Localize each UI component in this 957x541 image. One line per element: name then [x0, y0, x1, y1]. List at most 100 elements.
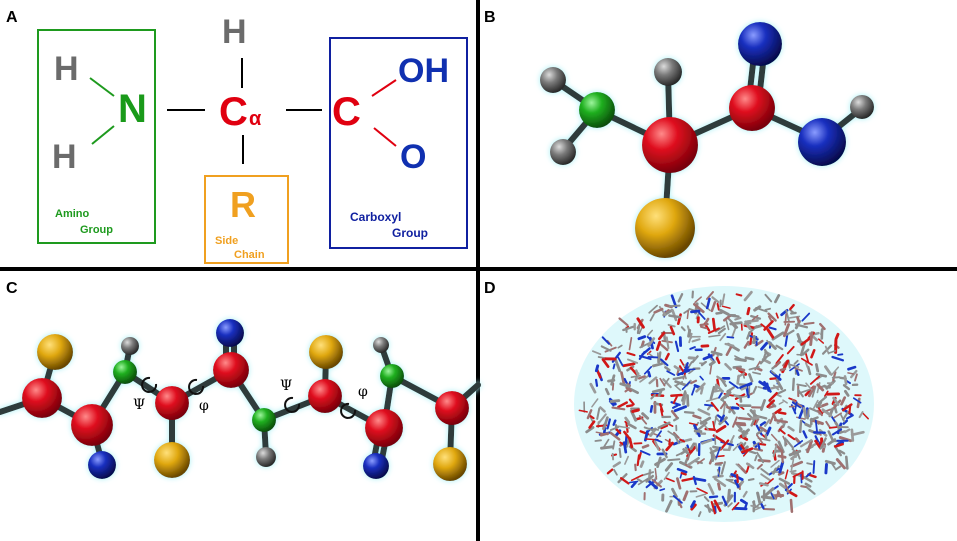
protein-stick	[682, 391, 687, 406]
protein-stick	[750, 415, 760, 420]
protein-stick	[796, 333, 803, 347]
protein-stick	[665, 499, 673, 513]
protein-stick	[690, 309, 701, 314]
alpha-h: H	[222, 13, 247, 51]
protein-stick	[784, 482, 790, 493]
protein-stick	[728, 381, 739, 389]
protein-stick	[746, 318, 759, 324]
protein-stick	[775, 354, 784, 365]
protein-stick	[699, 416, 712, 425]
protein-stick	[672, 395, 678, 404]
protein-stick	[639, 374, 650, 383]
protein-stick	[724, 362, 732, 371]
protein-stick	[848, 404, 852, 415]
c-atom-gold-3	[309, 335, 343, 369]
protein-stick	[659, 343, 669, 352]
protein-stick	[809, 331, 814, 347]
protein-stick	[715, 356, 721, 365]
protein-stick	[646, 478, 658, 490]
protein-stick	[704, 317, 710, 324]
protein-stick	[681, 477, 694, 482]
protein-stick	[798, 419, 803, 434]
protein-stick	[653, 307, 664, 314]
protein-stick	[810, 348, 816, 359]
protein-stick	[660, 424, 669, 430]
protein-stick	[620, 371, 626, 386]
protein-stick	[815, 363, 820, 373]
protein-stick	[754, 418, 759, 426]
protein-stick	[734, 479, 740, 488]
c-atom-red-6	[365, 409, 403, 447]
peptide-chain-model	[0, 319, 481, 481]
protein-stick	[664, 352, 670, 361]
protein-stick	[681, 390, 687, 402]
protein-stick	[802, 430, 808, 439]
protein-stick	[812, 460, 816, 474]
protein-stick	[693, 302, 705, 314]
protein-stick	[635, 369, 640, 377]
protein-stick	[727, 440, 733, 452]
protein-stick	[742, 490, 748, 498]
protein-stick	[807, 385, 816, 398]
protein-stick	[705, 297, 711, 310]
protein-stick	[746, 331, 751, 340]
protein-stick	[715, 446, 721, 459]
protein-stick	[666, 370, 676, 376]
protein-stick	[647, 329, 654, 337]
protein-stick	[619, 382, 631, 388]
protein-stick	[756, 463, 763, 470]
protein-stick	[612, 419, 617, 426]
divider-horizontal	[0, 267, 957, 271]
protein-stick	[682, 448, 689, 455]
protein-stick	[801, 475, 813, 483]
protein-stick	[710, 500, 716, 515]
protein-stick	[691, 338, 701, 343]
protein-stick	[823, 385, 831, 389]
rotation-arrow-psi-2	[284, 396, 301, 413]
protein-stick	[720, 391, 732, 402]
protein-stick	[819, 437, 827, 450]
protein-stick	[694, 442, 699, 452]
protein-stick	[710, 350, 723, 357]
b-atom-c	[729, 85, 775, 131]
protein-stick	[799, 342, 806, 357]
protein-stick	[628, 480, 639, 484]
protein-stick	[831, 376, 841, 379]
protein-stick	[652, 362, 663, 368]
protein-stick	[618, 317, 629, 327]
protein-stick	[831, 355, 845, 362]
protein-stick	[668, 438, 671, 446]
protein-stick	[697, 458, 705, 465]
protein-stick	[712, 420, 716, 432]
protein-stick	[689, 379, 698, 385]
protein-stick	[606, 468, 614, 475]
protein-stick	[804, 361, 809, 369]
protein-stick	[796, 416, 806, 420]
protein-stick	[690, 500, 696, 509]
c-atom-gray-2	[256, 447, 276, 467]
protein-stick	[749, 409, 759, 419]
protein-stick	[809, 416, 819, 422]
protein-stick	[726, 336, 735, 339]
carboxyl-caption-1: Carboxyl	[350, 210, 401, 224]
carboxyl-c: C	[332, 90, 361, 134]
protein-stick	[674, 380, 687, 387]
protein-stick	[661, 448, 668, 459]
protein-stick	[599, 406, 606, 413]
protein-stick	[649, 404, 654, 413]
protein-stick	[806, 365, 812, 376]
panel-c-label: C	[6, 280, 18, 297]
protein-stick	[824, 345, 830, 355]
alpha-c: C	[219, 90, 248, 134]
protein-stick	[594, 378, 599, 387]
protein-stick	[816, 383, 825, 392]
protein-stick	[585, 426, 595, 434]
protein-stick	[754, 504, 767, 511]
protein-stick	[799, 439, 813, 448]
protein-stick	[710, 450, 715, 463]
protein-stick	[755, 424, 763, 436]
side-chain-caption-1: Side	[215, 235, 238, 247]
protein-stick	[749, 332, 754, 345]
protein-stick	[705, 397, 719, 403]
